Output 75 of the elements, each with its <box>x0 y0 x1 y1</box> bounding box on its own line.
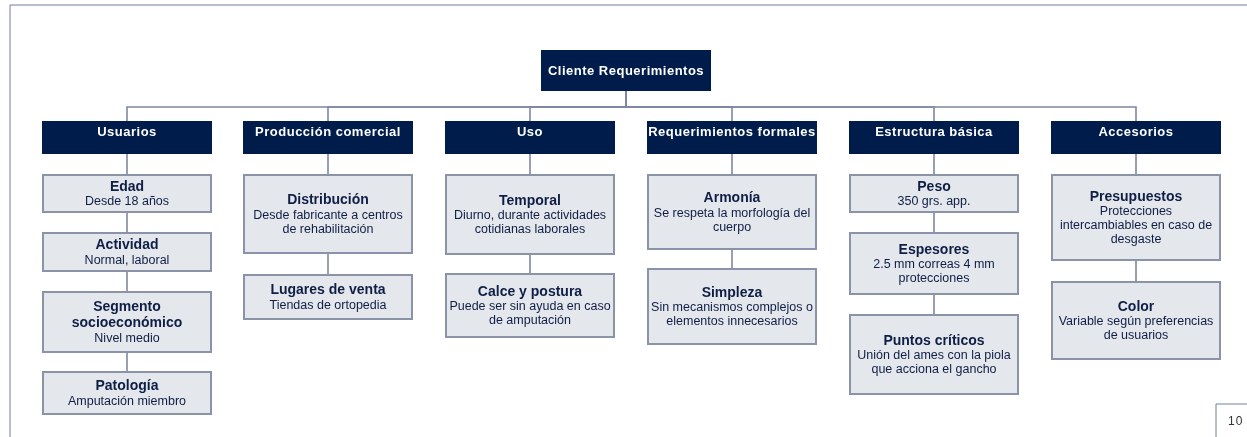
header-box <box>541 50 711 91</box>
item-description: Normal, laboral <box>84 252 170 267</box>
header-box <box>849 121 1019 154</box>
item-title: Peso <box>917 178 951 195</box>
connector-line <box>1135 153 1137 175</box>
item-box <box>849 314 1019 395</box>
item-description: Diurno, durante actividades cotidianas laborales <box>452 208 608 237</box>
item-description: Variable según preferencias de usuarios <box>1057 314 1215 343</box>
item-description: Desde fabricante a centros de rehabilitación <box>252 207 404 236</box>
header-text: Producción comercial <box>255 125 401 138</box>
item-title: Armonía <box>703 190 761 206</box>
connector-line <box>933 212 935 233</box>
connector-line <box>731 249 733 269</box>
header-text: Requerimientos formales <box>648 125 816 138</box>
connector-line <box>126 153 128 175</box>
item-title: Espesores <box>898 241 970 258</box>
header-box <box>647 121 817 154</box>
item-box <box>243 274 413 320</box>
item-box <box>1051 281 1221 360</box>
item-title: Calce y postura <box>477 283 583 300</box>
item-title: Puntos críticos <box>883 332 985 349</box>
connector-line <box>529 254 531 274</box>
item-box <box>42 232 212 272</box>
item-title: Distribución <box>287 192 369 208</box>
item-title: Segmento socioeconómico <box>70 299 184 331</box>
header-box <box>445 121 615 154</box>
item-box <box>243 174 413 254</box>
header-text: Usuarios <box>97 125 157 138</box>
header-box <box>243 121 413 154</box>
item-box <box>42 371 212 415</box>
connector-line <box>933 294 935 315</box>
item-box <box>445 273 615 338</box>
item-description: Tiendas de ortopedia <box>269 297 387 312</box>
item-description: Sin mecanismos complejos o elementos innecesarios <box>651 300 813 329</box>
connector-line <box>126 212 128 233</box>
item-box <box>445 174 615 255</box>
item-box <box>849 232 1019 295</box>
header-box <box>1051 121 1221 154</box>
connector-line <box>1135 260 1137 282</box>
item-title: Patología <box>95 378 159 394</box>
item-description: Desde 18 años <box>84 194 170 209</box>
item-description: Protecciones intercambiables en caso de desgaste <box>1058 204 1214 247</box>
connector-line <box>529 153 531 175</box>
item-description: Se respeta la morfología del cuerpo <box>652 205 812 234</box>
item-box <box>42 174 212 213</box>
item-box <box>849 174 1019 213</box>
item-title: Lugares de venta <box>270 282 386 298</box>
header-box <box>42 121 212 154</box>
page-number: 10 <box>1228 414 1244 428</box>
item-title: Actividad <box>95 237 159 253</box>
connector-line <box>126 271 128 292</box>
item-box <box>647 174 817 250</box>
item-description: Unión del ames con la piola que acciona el gancho <box>856 348 1012 377</box>
item-title: Color <box>1117 298 1155 315</box>
connector-line <box>327 153 329 175</box>
item-box <box>1051 174 1221 261</box>
header-text: Cliente Requerimientos <box>547 64 705 77</box>
item-title: Temporal <box>499 192 561 209</box>
item-title: Edad <box>109 178 145 195</box>
item-box <box>647 268 817 345</box>
item-description: 2.5 mm correas 4 mm protecciones <box>872 257 996 286</box>
connector-line <box>731 153 733 175</box>
connector-line <box>327 253 329 275</box>
header-text: Estructura básica <box>875 125 993 138</box>
item-box <box>42 291 212 353</box>
item-description: 350 grs. app. <box>897 194 971 209</box>
item-description: Amputación miembro <box>67 393 187 408</box>
item-title: Simpleza <box>701 284 763 301</box>
header-text: Uso <box>516 125 544 138</box>
item-description: Nivel medio <box>94 330 160 345</box>
item-description: Puede ser sin ayuda en caso de amputación <box>449 299 611 328</box>
connector-line <box>933 153 935 175</box>
item-title: Presupuestos <box>1089 188 1183 205</box>
header-text: Accesorios <box>1098 125 1174 138</box>
connector-line <box>126 352 128 372</box>
